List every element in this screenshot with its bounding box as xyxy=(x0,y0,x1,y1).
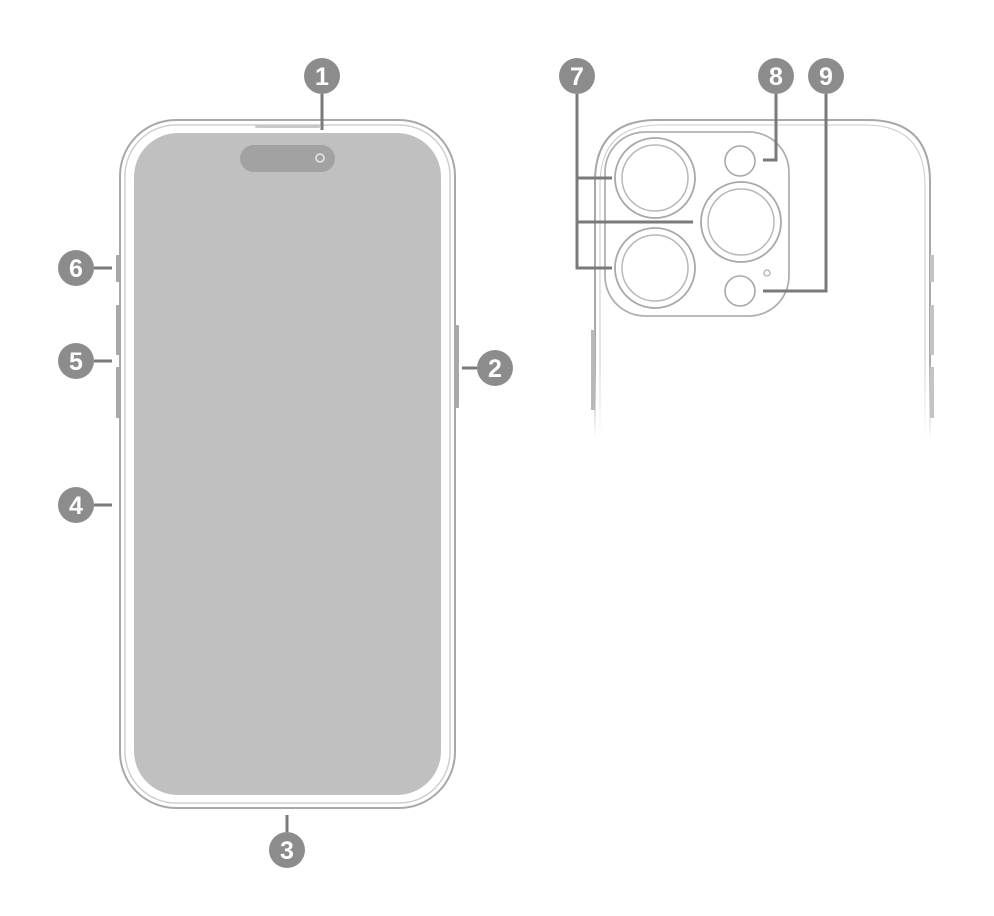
camera-lens-middle xyxy=(700,181,782,263)
action-button xyxy=(116,255,120,282)
camera-bump xyxy=(604,131,790,317)
callout-3: 3 xyxy=(269,832,305,868)
callout-8: 8 xyxy=(758,58,794,94)
callout-5: 5 xyxy=(58,343,94,379)
back-volume-up xyxy=(930,305,934,355)
speaker-grille xyxy=(255,125,320,128)
callout-4: 4 xyxy=(58,487,94,523)
callout-label: 5 xyxy=(69,348,83,376)
leader-lines xyxy=(94,94,828,832)
flash-icon xyxy=(724,145,756,177)
callout-label: 3 xyxy=(280,837,294,865)
callout-label: 7 xyxy=(570,63,584,91)
back-action-button xyxy=(930,255,934,282)
callout-label: 9 xyxy=(819,63,833,91)
callout-7: 7 xyxy=(559,58,595,94)
volume-down-button xyxy=(116,367,120,418)
iphone-front xyxy=(116,119,459,809)
callout-9: 9 xyxy=(808,58,844,94)
callout-label: 1 xyxy=(315,63,329,91)
back-side-button xyxy=(591,330,595,410)
leader-8 xyxy=(763,94,778,162)
side-button xyxy=(455,325,459,408)
callout-1: 1 xyxy=(304,58,340,94)
callout-label: 6 xyxy=(69,255,83,283)
callout-6: 6 xyxy=(58,250,94,286)
microphone-icon xyxy=(763,269,771,277)
camera-lens-bottom xyxy=(614,227,696,309)
volume-up-button xyxy=(116,305,120,355)
back-volume-down xyxy=(930,367,934,418)
back-inner-frame xyxy=(599,124,926,440)
front-camera-icon xyxy=(315,153,325,163)
dynamic-island xyxy=(240,145,335,172)
lidar-scanner-icon xyxy=(724,275,756,307)
callout-label: 4 xyxy=(69,492,83,520)
screen xyxy=(134,133,441,795)
callout-label: 8 xyxy=(769,63,783,91)
callout-2: 2 xyxy=(477,350,513,386)
back-frame xyxy=(594,119,931,440)
leader-7 xyxy=(575,94,693,270)
camera-lens-top xyxy=(614,137,696,219)
iphone-back xyxy=(591,119,934,440)
callout-label: 2 xyxy=(488,355,502,383)
leader-9 xyxy=(763,94,828,293)
